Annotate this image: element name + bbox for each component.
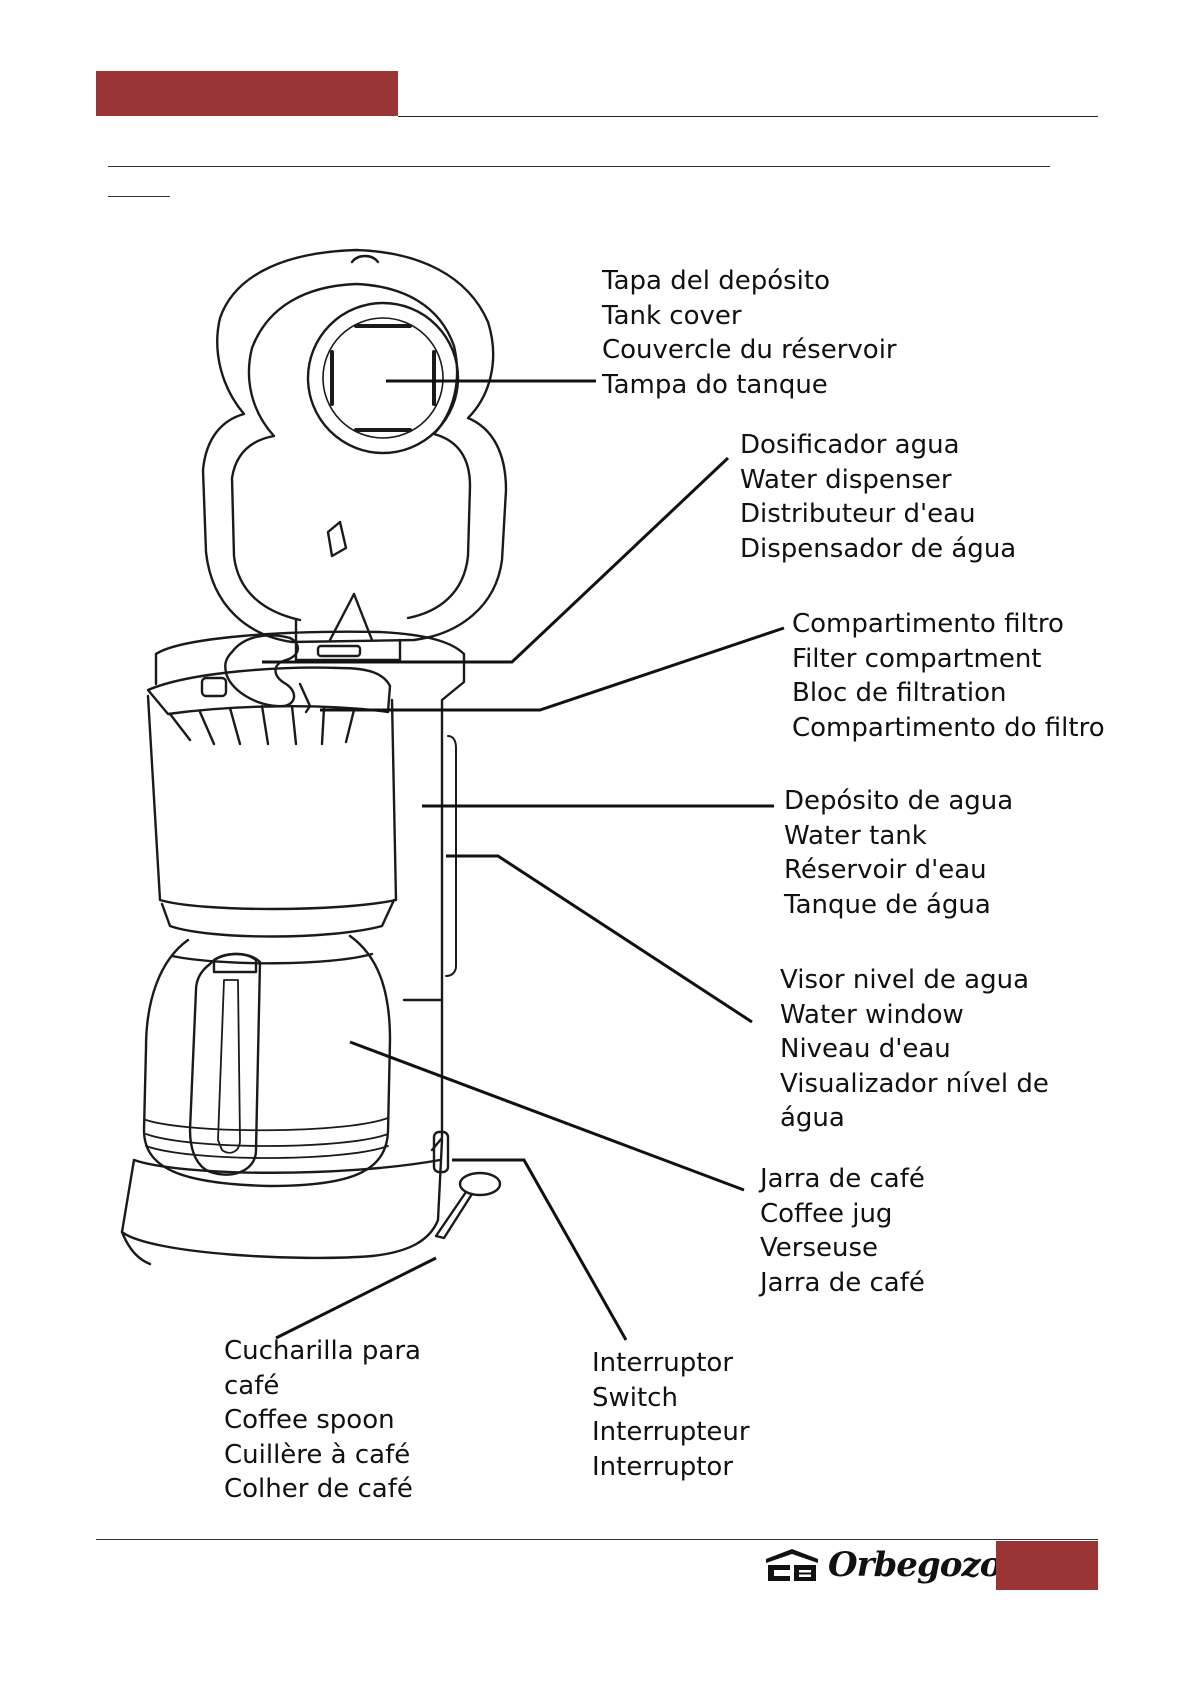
- label-tank-cover: Tapa del depósito Tank cover Couvercle d…: [602, 266, 897, 400]
- filter-holder: [146, 694, 398, 911]
- label-water-tank: Depósito de agua Water tank Réservoir d'…: [784, 786, 1014, 920]
- label-switch: Interruptor Switch Interrupteur Interrup…: [592, 1348, 750, 1482]
- coffee-maker-illustration: [120, 248, 508, 1266]
- label-water-dispenser: Dosificador agua Water dispenser Distrib…: [740, 430, 1017, 564]
- power-switch: [432, 1130, 450, 1174]
- label-coffee-jug: Jarra de café Coffee jug Verseuse Jarra …: [760, 1164, 925, 1298]
- filter-compartment: [146, 666, 392, 716]
- leader-water-window: [446, 854, 753, 1024]
- lid-latch: [326, 520, 348, 558]
- leader-coffee-spoon: [275, 1256, 437, 1340]
- footer-rule: [96, 1539, 1098, 1540]
- section-rule-stub: [108, 196, 170, 197]
- tank-cover-ring: [306, 301, 460, 455]
- footer-accent-tab: [996, 1541, 1098, 1590]
- tank-cover-inner-rim: [230, 282, 472, 622]
- coffee-jug-handle: [188, 952, 262, 1176]
- brand-wordmark: Orbegozo: [828, 1545, 1002, 1585]
- leader-filter-compartment: [320, 626, 785, 712]
- header-rule: [398, 116, 1098, 117]
- water-dispenser: [224, 634, 299, 708]
- brand-logo: Orbegozo: [762, 1545, 1002, 1585]
- label-coffee-spoon: Cucharilla para café Coffee spoon Cuillè…: [224, 1336, 421, 1504]
- coffee-jug: [142, 934, 392, 1188]
- label-water-window: Visor nivel de agua Water window Niveau …: [780, 965, 1049, 1133]
- tank-cover-outline: [201, 248, 508, 644]
- label-filter-compartment: Compartimento filtro Filter compartment …: [792, 609, 1105, 743]
- coffee-spoon: [458, 1171, 502, 1197]
- leader-water-dispenser: [262, 456, 730, 664]
- leader-coffee-jug: [349, 1040, 745, 1192]
- header-accent-tab: [96, 71, 398, 116]
- house-logo-icon: [766, 1549, 818, 1581]
- leader-lines: [262, 379, 785, 1341]
- section-rule: [108, 166, 1050, 167]
- leader-switch: [452, 1158, 628, 1341]
- hot-plate-base: [120, 1138, 444, 1260]
- water-tank-body: [154, 630, 466, 1152]
